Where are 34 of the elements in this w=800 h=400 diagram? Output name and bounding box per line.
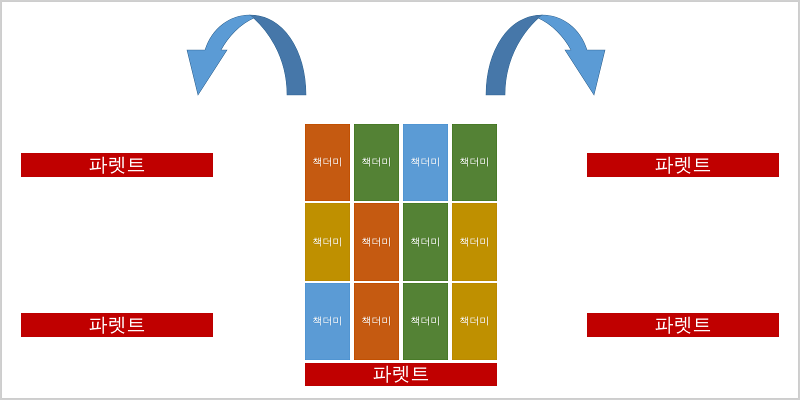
book-stack-label: 책더미: [460, 236, 490, 248]
book-stack: [354, 203, 399, 281]
book-stack: [403, 203, 448, 281]
book-stack: [403, 283, 448, 360]
book-stack-label: 책더미: [362, 316, 392, 327]
book-stack: [452, 124, 497, 201]
book-stack: [354, 283, 399, 360]
book-stack-label: 책더미: [460, 316, 490, 327]
book-stack-label: 책더미: [312, 157, 342, 168]
pallet: [587, 313, 779, 337]
pallet: [587, 153, 779, 177]
book-stack-label: 책더미: [410, 236, 440, 248]
pallet-label: 파렛트: [88, 154, 146, 176]
book-stack-label: 책더미: [362, 236, 392, 248]
pallet: [21, 313, 213, 337]
book-stack-label: 책더미: [410, 316, 440, 327]
book-stack: [305, 283, 350, 360]
pallet-label: 파렛트: [654, 314, 712, 336]
book-stack: [305, 203, 350, 281]
pallet-label: 파렛트: [372, 364, 430, 385]
book-stack: [452, 203, 497, 281]
pallet-label: 파렛트: [88, 314, 146, 336]
book-stack: [354, 124, 399, 201]
pallet: [21, 153, 213, 177]
book-stack-label: 책더미: [410, 157, 440, 168]
book-stack-label: 책더미: [362, 157, 392, 168]
book-stack-label: 책더미: [312, 316, 342, 327]
pallet-label: 파렛트: [654, 154, 712, 176]
book-stack: [305, 124, 350, 201]
book-stack-label: 책더미: [460, 157, 490, 168]
book-stack: [403, 124, 448, 201]
book-stack: [452, 283, 497, 360]
book-stack-label: 책더미: [312, 236, 342, 248]
pallet: [305, 363, 497, 386]
